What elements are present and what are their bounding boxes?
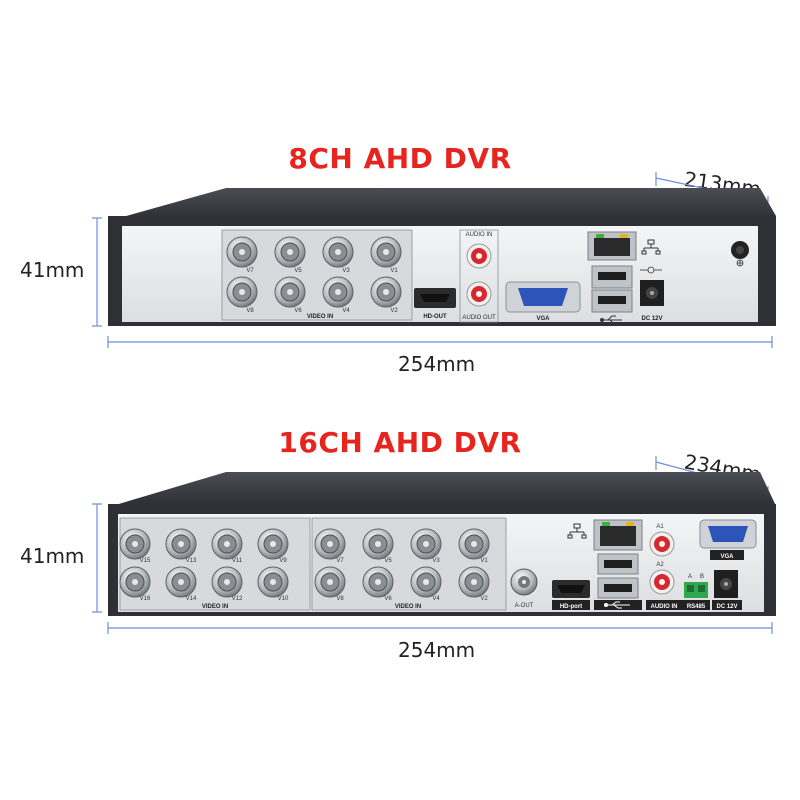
dvr16-bnc-v9[interactable]: V9 [257, 528, 289, 564]
dvr8-bnc-v8-label: V8 [246, 308, 254, 314]
dvr16-bnc-v4[interactable]: V4 [410, 566, 442, 602]
dvr16-audio-in-label: AUDIO IN [651, 604, 678, 610]
dvr16-bnc-v15-label: V15 [140, 558, 151, 564]
dvr16-bnc-v7[interactable]: V7 [314, 528, 346, 564]
dvr16-bnc-v2[interactable]: V2 [458, 566, 490, 602]
dvr16-video-in-label-left: VIDEO IN [202, 604, 228, 610]
dvr16-aout-label: A-OUT [515, 603, 534, 609]
dvr16-video-in-label-right: VIDEO IN [395, 604, 421, 610]
dvr8-height-dimension: 41mm [20, 258, 85, 282]
dvr16-bnc-v2-label: V2 [480, 596, 488, 602]
dvr16-vga-label: VGA [720, 554, 734, 560]
dvr16-chassis-top [112, 472, 776, 506]
dvr8-title: 8CH AHD DVR [288, 142, 512, 175]
dvr16-width-dimension: 254mm [398, 638, 476, 662]
dvr16-height-dimension: 41mm [20, 544, 85, 568]
dvr16-bnc-v14[interactable]: V14 [165, 566, 197, 602]
dvr16-bnc-v13-label: V13 [186, 558, 197, 564]
dvr16-bnc-v10-label: V10 [278, 596, 289, 602]
dvr16-bnc-v9-label: V9 [279, 558, 287, 564]
dvr16-bnc-v3-label: V3 [432, 558, 440, 564]
dvr16-bnc-v3[interactable]: V3 [410, 528, 442, 564]
dvr16-power-label: DC 12V [716, 604, 737, 610]
dvr8-network-icon [641, 239, 661, 255]
dvr16-usb-icon [604, 601, 630, 609]
dvr8-polarity-icon [640, 266, 662, 274]
dvr8-bnc-v7-label: V7 [246, 268, 254, 274]
dvr16-a1-label: A1 [656, 524, 664, 530]
dvr16-bnc-v6-label: V6 [384, 596, 392, 602]
dvr16-bnc-v5-label: V5 [384, 558, 392, 564]
dvr8-bnc-v5[interactable]: V5 [274, 236, 306, 274]
dvr8-bnc-v8[interactable]: V8 [226, 276, 258, 314]
dvr8-bnc-v4[interactable]: V4 [322, 276, 354, 314]
dvr16-bnc-v8-label: V8 [336, 596, 344, 602]
dvr8-power-label: DC 12V [641, 316, 662, 322]
dvr16-bnc-v5[interactable]: V5 [362, 528, 394, 564]
dvr16-hdmi-label: HD-port [560, 604, 582, 610]
dvr8-audio-in-label: AUDIO IN [466, 232, 493, 238]
dvr16-network-icon [567, 523, 587, 539]
dvr16-rs485-a-label: A [688, 574, 692, 580]
dvr16-rs485-b-label: B [700, 574, 704, 580]
dvr16-bnc-v6[interactable]: V6 [362, 566, 394, 602]
dvr8-bnc-v5-label: V5 [294, 268, 302, 274]
dvr16-bnc-v12[interactable]: V12 [211, 566, 243, 602]
dvr8-hdmi-label: HD-OUT [423, 314, 447, 320]
dvr8-width-dimension: 254mm [398, 352, 476, 376]
dvr8-vga-label: VGA [536, 316, 550, 322]
dvr8-bnc-v6[interactable]: V6 [274, 276, 306, 314]
dvr8-chassis-top [112, 188, 776, 220]
dvr16-bnc-v11[interactable]: V11 [211, 528, 243, 564]
dvr8-bnc-v7[interactable]: V7 [226, 236, 258, 274]
dvr16-bnc-v16[interactable]: V16 [119, 566, 151, 602]
dvr16-a2-label: A2 [656, 562, 664, 568]
dvr16-bnc-v7-label: V7 [336, 558, 344, 564]
dvr16-bnc-v13[interactable]: V13 [165, 528, 197, 564]
dvr16-bnc-v14-label: V14 [186, 596, 197, 602]
dvr16-bnc-v1-label: V1 [480, 558, 488, 564]
dvr16-bnc-v16-label: V16 [140, 596, 151, 602]
dvr8-bnc-v2-label: V2 [390, 308, 398, 314]
dvr8-bnc-v3[interactable]: V3 [322, 236, 354, 274]
dvr16-bnc-v4-label: V4 [432, 596, 440, 602]
dvr8-bnc-v2[interactable]: V2 [370, 276, 402, 314]
dvr16-bnc-v10[interactable]: V10 [257, 566, 289, 602]
dvr8-video-in-label: VIDEO IN [307, 314, 333, 320]
dvr16-rs485-label: RS485 [687, 604, 706, 610]
dvr16-bnc-v12-label: V12 [232, 596, 243, 602]
dvr8-bnc-v4-label: V4 [342, 308, 350, 314]
dvr16-bnc-v11-label: V11 [232, 558, 243, 564]
dvr16-bnc-v15[interactable]: V15 [119, 528, 151, 564]
dvr8-bnc-v3-label: V3 [342, 268, 350, 274]
dvr8-bnc-v1[interactable]: V1 [370, 236, 402, 274]
dvr8-bnc-v6-label: V6 [294, 308, 302, 314]
dvr16-bnc-v8[interactable]: V8 [314, 566, 346, 602]
dvr8-usb-icon [600, 315, 622, 325]
dvr8-bnc-v1-label: V1 [390, 268, 398, 274]
dvr16-bnc-v1[interactable]: V1 [458, 528, 490, 564]
dvr16-title: 16CH AHD DVR [278, 426, 522, 459]
dvr8-audio-out-label: AUDIO OUT [462, 315, 496, 321]
